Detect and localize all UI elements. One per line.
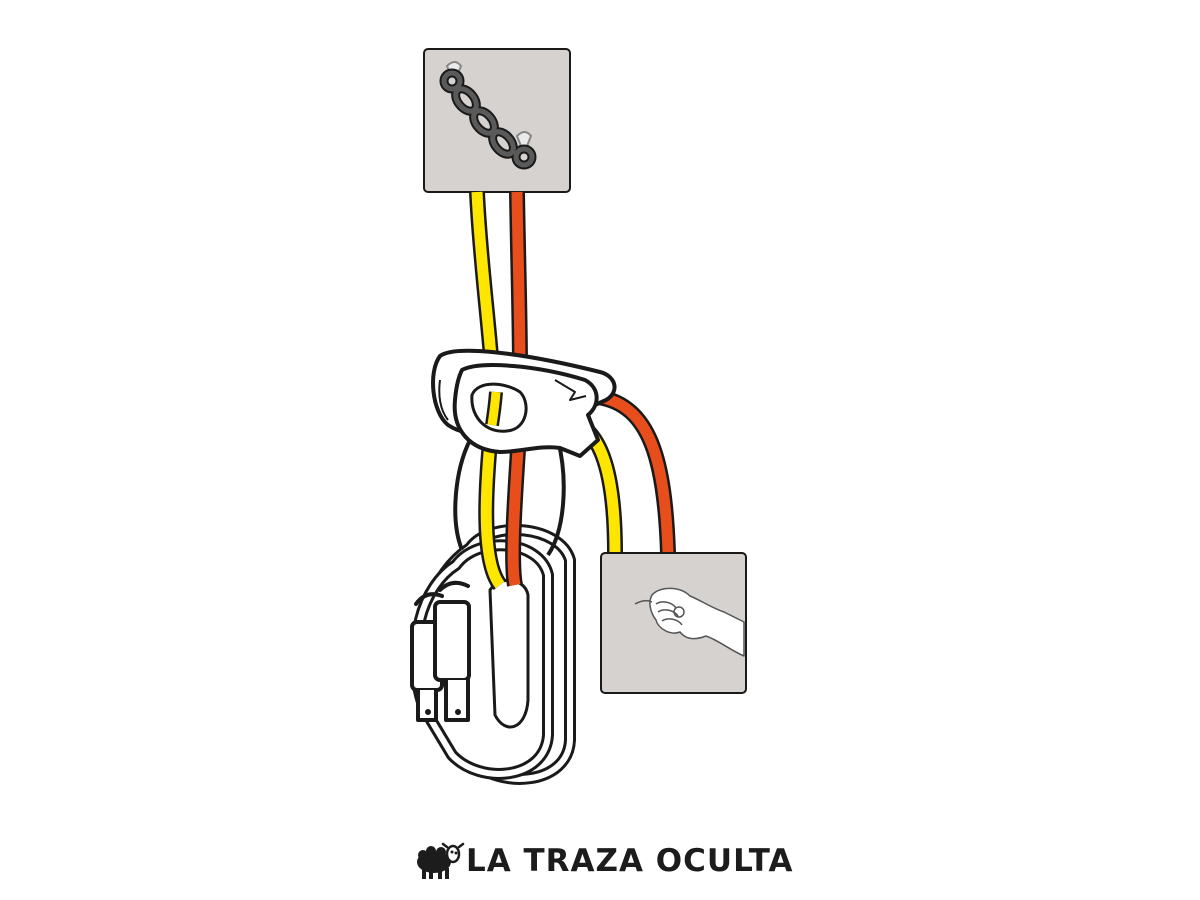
- hand-panel: [600, 552, 747, 694]
- hand-grip-icon: [634, 587, 745, 657]
- brand-name: LA TRAZA OCULTA: [466, 843, 794, 879]
- brand-logo: LA TRAZA OCULTA: [412, 838, 793, 884]
- sheep-icon: [417, 842, 465, 879]
- belay-device-icon: [431, 348, 617, 557]
- locking-carabiner-icon: [410, 523, 576, 785]
- chain-anchor-icon: [439, 61, 537, 170]
- anchor-panel: [423, 48, 571, 193]
